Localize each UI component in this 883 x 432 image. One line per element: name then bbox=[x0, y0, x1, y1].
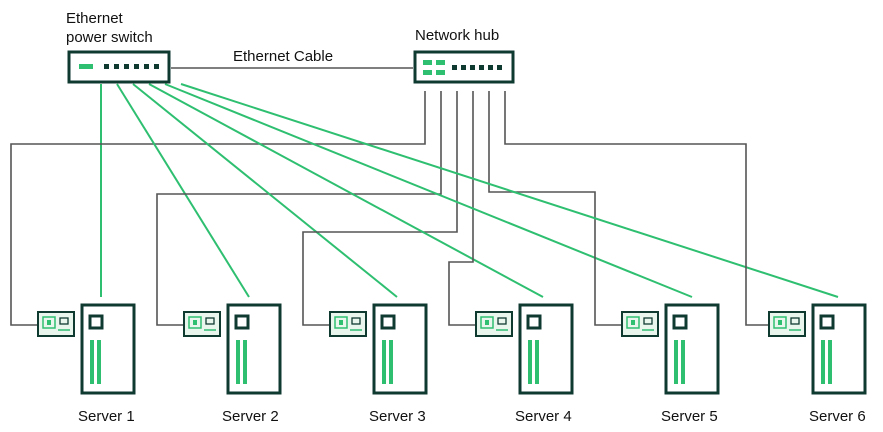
power-switch-label-line2: power switch bbox=[66, 29, 153, 46]
nic-card-icon bbox=[37, 311, 75, 337]
network-cable-3 bbox=[302, 91, 458, 326]
nic-card-icon bbox=[768, 311, 806, 337]
server-tower-icon bbox=[80, 303, 136, 395]
power-line-4 bbox=[148, 83, 544, 298]
network-cable-5 bbox=[488, 91, 622, 326]
power-line-2 bbox=[116, 83, 250, 298]
server-1: Server 1 bbox=[37, 303, 136, 425]
server-group: Server 1 Server 2 Server 3 Server 4 Server 5… bbox=[37, 303, 867, 425]
server-2: Server 2 bbox=[183, 303, 282, 425]
server-label: Server 2 bbox=[222, 408, 279, 425]
server-tower-icon bbox=[811, 303, 867, 395]
server-4: Server 4 bbox=[475, 303, 574, 425]
server-tower-icon bbox=[664, 303, 720, 395]
server-label: Server 1 bbox=[78, 408, 135, 425]
power-switch-icon bbox=[67, 50, 171, 84]
server-label: Server 5 bbox=[661, 408, 718, 425]
server-5: Server 5 bbox=[621, 303, 720, 425]
ethernet-cable-label: Ethernet Cable bbox=[233, 48, 333, 65]
server-6: Server 6 bbox=[768, 303, 867, 425]
network-cable-2 bbox=[156, 91, 442, 326]
nic-card-icon bbox=[475, 311, 513, 337]
server-tower-icon bbox=[226, 303, 282, 395]
server-tower-icon bbox=[518, 303, 574, 395]
power-line-5 bbox=[164, 83, 693, 298]
network-hub: Network hub bbox=[413, 27, 515, 84]
server-label: Server 4 bbox=[515, 408, 572, 425]
server-label: Server 6 bbox=[809, 408, 866, 425]
server-label: Server 3 bbox=[369, 408, 426, 425]
network-cable-1 bbox=[10, 91, 426, 326]
power-switch: Ethernet power switch bbox=[66, 10, 171, 84]
server-3: Server 3 bbox=[329, 303, 428, 425]
nic-card-icon bbox=[183, 311, 221, 337]
network-hub-label: Network hub bbox=[415, 27, 499, 44]
network-cable-6 bbox=[504, 91, 769, 326]
nic-card-icon bbox=[621, 311, 659, 337]
network-cable-4 bbox=[448, 91, 476, 326]
power-line-6 bbox=[180, 83, 839, 298]
server-tower-icon bbox=[372, 303, 428, 395]
power-switch-label-line1: Ethernet bbox=[66, 10, 124, 27]
wire-layer bbox=[10, 67, 839, 326]
nic-card-icon bbox=[329, 311, 367, 337]
network-hub-icon bbox=[413, 50, 515, 84]
power-line-3 bbox=[132, 83, 398, 298]
